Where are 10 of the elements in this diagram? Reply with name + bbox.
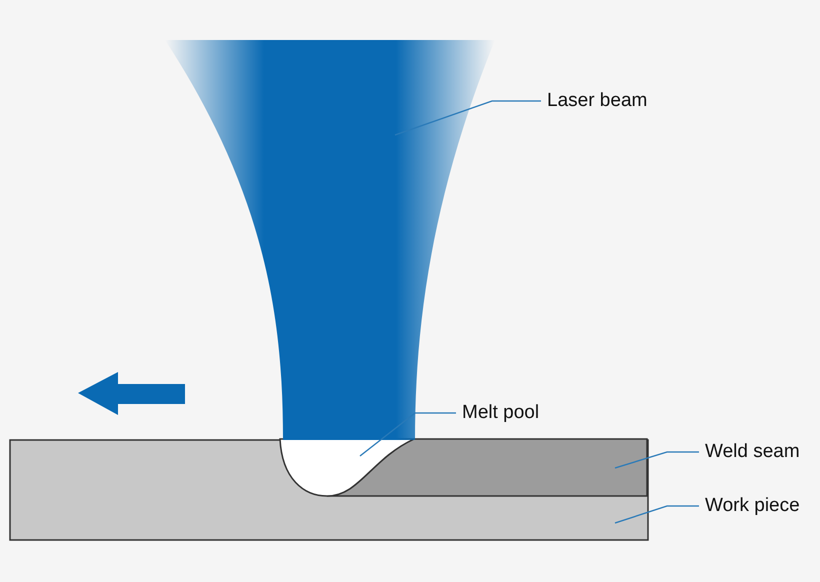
weld-seam-drawing: [325, 438, 649, 498]
leader-line: [614, 505, 699, 524]
part-label: Work piece: [705, 494, 800, 518]
part-label: Melt pool: [462, 401, 540, 425]
leader-line: [394, 100, 541, 136]
leader-line: [360, 412, 456, 457]
part-label: Laser beam: [547, 89, 648, 113]
leader-line: [614, 451, 699, 469]
part-label: Weld seam: [705, 440, 800, 464]
melt-pool-drawing: [278, 438, 416, 498]
